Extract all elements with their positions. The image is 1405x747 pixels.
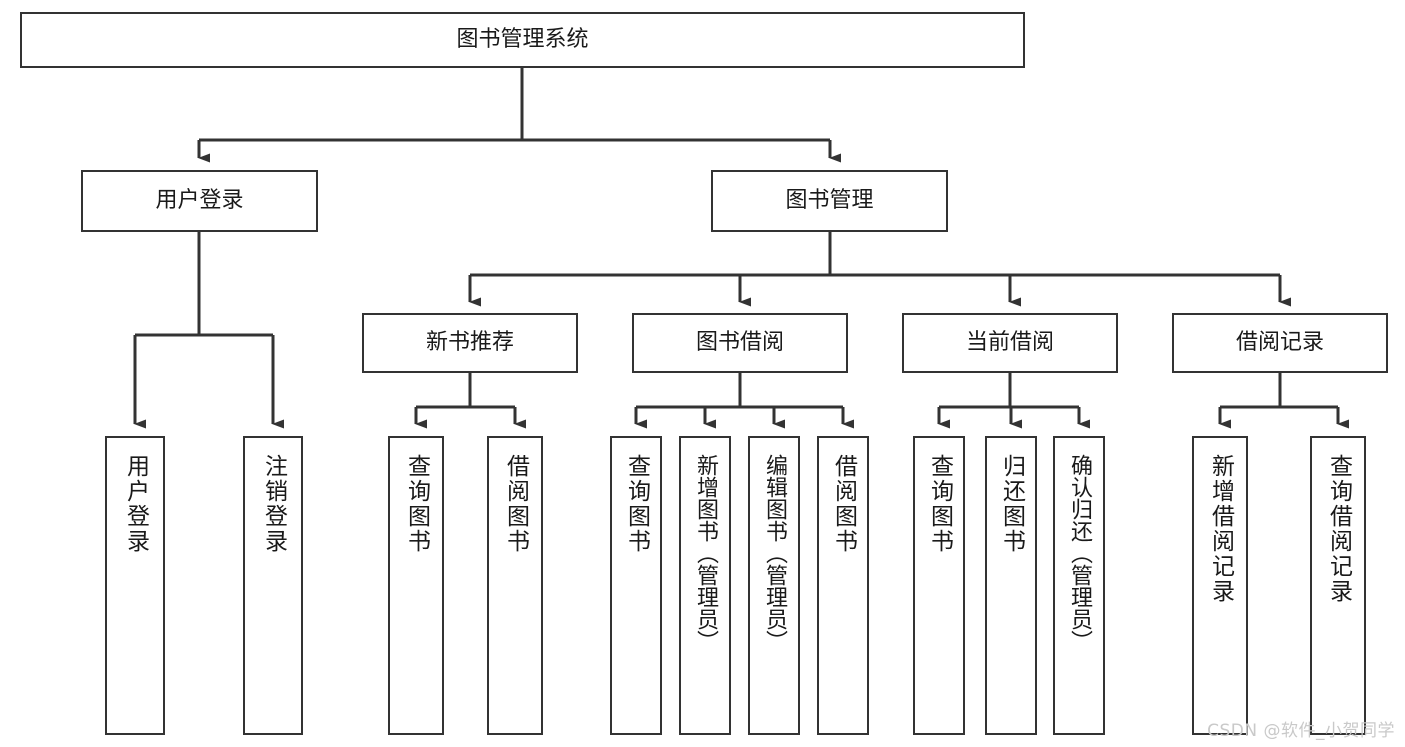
node-query-book-current[interactable]: 查询图书 — [913, 436, 965, 735]
node-book-borrow[interactable]: 图书借阅 — [632, 313, 848, 373]
node-label: 确认归还（管理员） — [1067, 454, 1092, 652]
node-logout-action[interactable]: 注销登录 — [243, 436, 303, 735]
node-label: 新增借阅记录 — [1207, 454, 1234, 604]
node-label: 借阅图书 — [830, 454, 857, 554]
node-label: 当前借阅 — [965, 330, 1054, 356]
node-label: 图书管理 — [785, 188, 874, 214]
node-label: 图书借阅 — [695, 330, 784, 356]
node-current-borrow[interactable]: 当前借阅 — [902, 313, 1118, 373]
node-label: 归还图书 — [998, 454, 1025, 554]
node-borrow-book-action[interactable]: 借阅图书 — [817, 436, 869, 735]
node-query-borrow-record[interactable]: 查询借阅记录 — [1310, 436, 1366, 735]
node-label: 新增图书（管理员） — [693, 454, 718, 652]
node-label: 注销登录 — [260, 454, 287, 554]
node-label: 查询借阅记录 — [1325, 454, 1352, 604]
node-label: 编辑图书（管理员） — [762, 454, 787, 652]
node-label: 用户登录 — [155, 188, 244, 214]
node-add-book-admin[interactable]: 新增图书（管理员） — [679, 436, 731, 735]
node-label: 新书推荐 — [425, 330, 514, 356]
node-label: 借阅记录 — [1235, 330, 1324, 356]
node-label: 查询图书 — [403, 454, 430, 554]
node-label: 借阅图书 — [502, 454, 529, 554]
node-user-login[interactable]: 用户登录 — [81, 170, 318, 232]
node-add-borrow-record[interactable]: 新增借阅记录 — [1192, 436, 1248, 735]
node-query-book-borrow[interactable]: 查询图书 — [610, 436, 662, 735]
node-label: 查询图书 — [926, 454, 953, 554]
node-borrow-book-recommend[interactable]: 借阅图书 — [487, 436, 543, 735]
node-label: 查询图书 — [623, 454, 650, 554]
node-user-login-action[interactable]: 用户登录 — [105, 436, 165, 735]
node-book-manage[interactable]: 图书管理 — [711, 170, 948, 232]
node-root-system[interactable]: 图书管理系统 — [20, 12, 1025, 68]
node-borrow-record[interactable]: 借阅记录 — [1172, 313, 1388, 373]
csdn-watermark: CSDN @软件_小贺同学 — [1207, 721, 1395, 741]
node-return-book[interactable]: 归还图书 — [985, 436, 1037, 735]
node-query-book-recommend[interactable]: 查询图书 — [388, 436, 444, 735]
node-new-book-recommend[interactable]: 新书推荐 — [362, 313, 578, 373]
node-confirm-return-admin[interactable]: 确认归还（管理员） — [1053, 436, 1105, 735]
node-label: 用户登录 — [122, 454, 149, 554]
node-edit-book-admin[interactable]: 编辑图书（管理员） — [748, 436, 800, 735]
node-label: 图书管理系统 — [456, 27, 589, 53]
